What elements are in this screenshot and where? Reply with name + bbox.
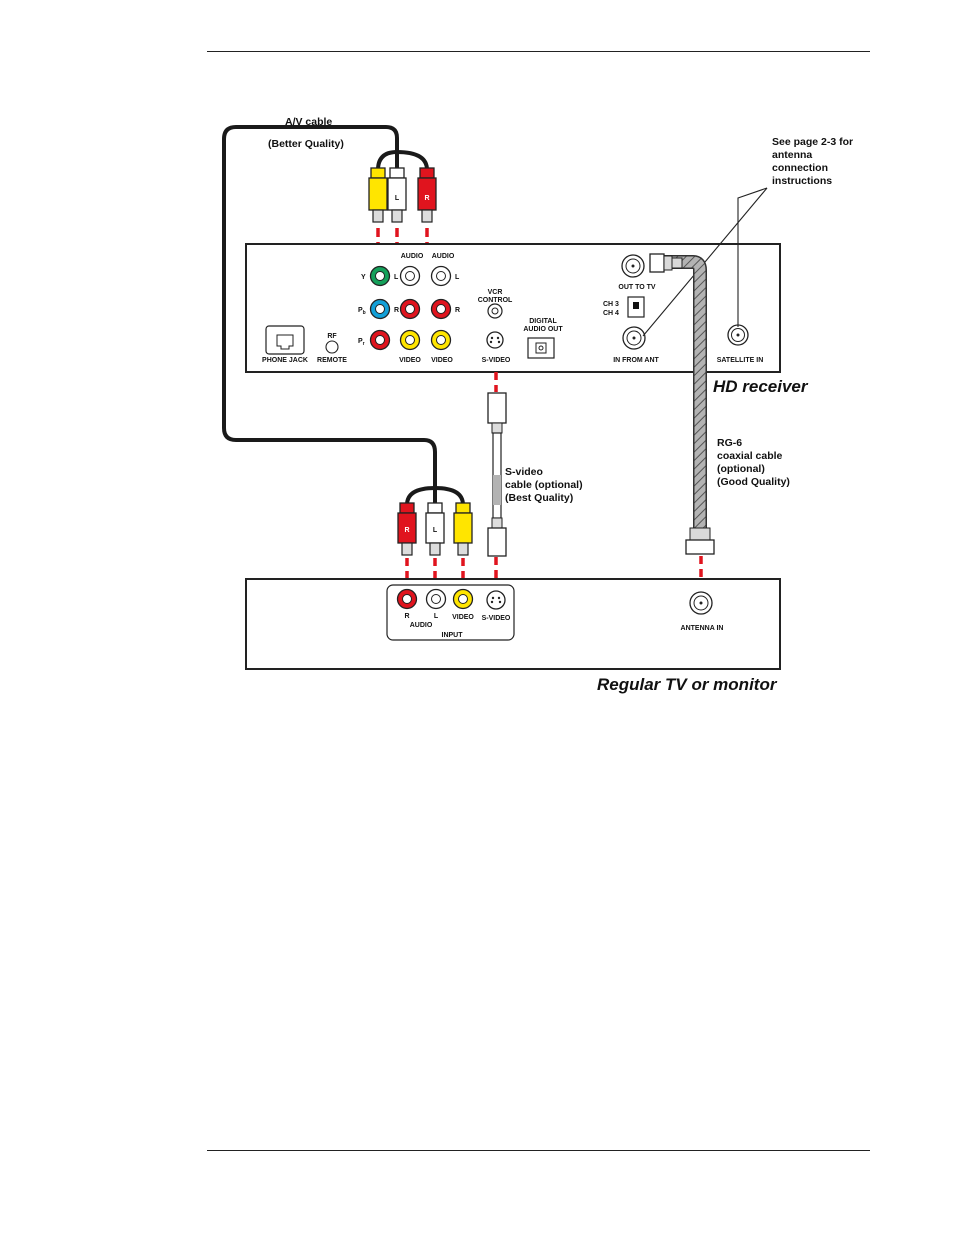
s-video-cable-label-3: (Best Quality) <box>505 492 573 504</box>
r-label-2: R <box>455 307 460 314</box>
video-label-2: VIDEO <box>431 357 453 364</box>
av-plug-video-bottom <box>453 502 473 556</box>
header-rule <box>207 51 870 52</box>
component-pb-jack <box>369 298 391 320</box>
av-plug-left-bottom: L <box>425 502 445 556</box>
component-pr-jack <box>369 329 391 351</box>
tv-input-group <box>386 584 515 641</box>
s-video-cable <box>487 372 507 588</box>
tv-video-jack <box>452 588 474 610</box>
antenna-note-4: instructions <box>772 175 832 187</box>
y-label: Y <box>361 274 366 281</box>
antenna-note-1: See page 2-3 for <box>772 136 853 148</box>
satellite-in-label: SATELLITE IN <box>717 357 764 364</box>
rg6-coax-cable <box>649 253 715 555</box>
audio-label-1: AUDIO <box>401 253 424 260</box>
tv-video-label: VIDEO <box>452 614 474 621</box>
s-video-cable-label-2: cable (optional) <box>505 479 583 491</box>
av-cable <box>222 125 465 506</box>
tv-s-video-jack <box>486 590 506 610</box>
ch3-label: CH 3 <box>603 301 619 308</box>
tv-s-video-label: S-VIDEO <box>482 615 511 622</box>
digital-audio-jack <box>527 337 555 359</box>
tv-audio-l-jack <box>425 588 447 610</box>
rg6-label-3: (optional) <box>717 463 765 475</box>
l-label-1: L <box>394 274 399 281</box>
digital-audio-label-1: DIGITAL <box>529 318 557 325</box>
in-from-ant-jack <box>622 326 646 350</box>
rg6-label-2: coaxial cable <box>717 450 783 462</box>
out-to-tv-jack <box>621 254 645 278</box>
tv-r-label: R <box>404 613 409 620</box>
channel-switch <box>627 296 645 318</box>
rg6-label-4: (Good Quality) <box>717 476 790 488</box>
antenna-note-3: connection <box>772 162 828 174</box>
r-label-1: R <box>394 307 399 314</box>
av-plug-video-top <box>368 167 388 223</box>
phone-jack-label: PHONE JACK <box>262 357 308 364</box>
regular-tv-title: Regular TV or monitor <box>597 675 778 694</box>
hd-receiver-title: HD receiver <box>713 377 809 396</box>
av-plug-left-top: L <box>387 167 407 223</box>
tv-antenna-in-jack <box>689 591 713 615</box>
audio-r-jack-1 <box>399 298 421 320</box>
audio-r-jack-2 <box>430 298 452 320</box>
av-plug-right-top: R <box>417 167 437 223</box>
tv-input-label: INPUT <box>442 632 464 639</box>
rf-label: RF <box>327 333 337 340</box>
rf-remote-jack <box>325 340 339 354</box>
s-video-cable-label-1: S-video <box>505 466 543 478</box>
rg6-label-1: RG-6 <box>717 437 742 449</box>
plug-r-label: R <box>424 195 429 202</box>
s-video-jack-receiver <box>486 331 504 349</box>
vcr-label-2: CONTROL <box>478 297 513 304</box>
av-cable-quality-label: (Better Quality) <box>268 138 344 150</box>
in-from-ant-label: IN FROM ANT <box>613 357 659 364</box>
plug-l-bottom-label: L <box>433 527 438 534</box>
audio-l-jack-2 <box>430 265 452 287</box>
video-jack-1 <box>399 329 421 351</box>
pr-label: Pr <box>358 338 365 347</box>
component-y-jack <box>369 265 391 287</box>
ch4-label: CH 4 <box>603 310 619 317</box>
av-cable-label: A/V cable <box>285 116 332 128</box>
pb-label: Pb <box>358 307 366 316</box>
tv-audio-r-jack <box>396 588 418 610</box>
audio-label-2: AUDIO <box>432 253 455 260</box>
video-jack-2 <box>430 329 452 351</box>
satellite-in-jack <box>727 324 749 346</box>
antenna-note-2: antenna <box>772 149 812 161</box>
s-video-label-receiver: S-VIDEO <box>482 357 511 364</box>
digital-audio-label-2: AUDIO OUT <box>523 326 563 333</box>
vcr-label-1: VCR <box>488 289 503 296</box>
audio-l-jack-1 <box>399 265 421 287</box>
remote-label: REMOTE <box>317 357 347 364</box>
footer-rule <box>207 1150 870 1151</box>
antenna-in-label: ANTENNA IN <box>681 625 724 632</box>
phone-jack <box>265 325 305 355</box>
tv-l-label: L <box>434 613 439 620</box>
av-plug-right-bottom: R <box>397 502 417 556</box>
out-to-tv-label: OUT TO TV <box>618 284 656 291</box>
plug-r-bottom-label: R <box>404 527 409 534</box>
tv-audio-label: AUDIO <box>410 622 433 629</box>
vcr-control-jack <box>487 303 503 319</box>
l-label-2: L <box>455 274 460 281</box>
video-label-1: VIDEO <box>399 357 421 364</box>
plug-l-label: L <box>395 195 400 202</box>
